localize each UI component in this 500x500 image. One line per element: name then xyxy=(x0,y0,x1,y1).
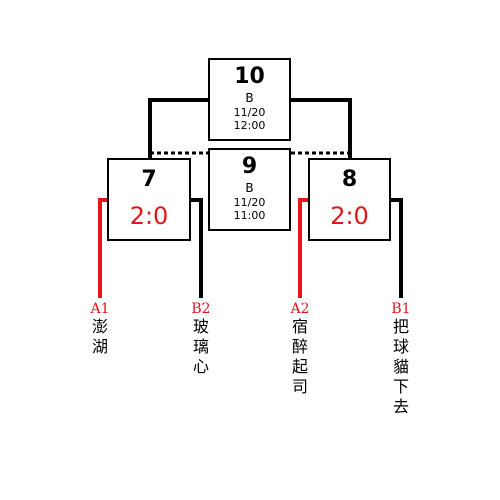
match-7-number: 7 xyxy=(141,167,157,192)
match-8-number: 8 xyxy=(341,167,358,192)
match-9-group: B xyxy=(245,181,254,195)
team-seed: B1 xyxy=(391,301,411,317)
match-10-time: 12:00 xyxy=(233,119,266,132)
match-10-date: 11/20 xyxy=(233,106,266,119)
team-a2: A2 宿醉起司 xyxy=(285,301,315,397)
team-name: 玻璃心 xyxy=(192,317,209,376)
team-seed: A2 xyxy=(290,301,310,317)
team-name: 把球貓下去 xyxy=(392,317,409,416)
team-seed: B2 xyxy=(191,301,211,317)
match-7-score: 2:0 xyxy=(129,202,169,230)
match-9-number: 9 xyxy=(241,154,258,179)
match-8-score: 2:0 xyxy=(330,202,369,230)
team-name: 宿醉起司 xyxy=(291,317,308,396)
line-match-7-to-match-10 xyxy=(148,98,208,158)
line-b1-to-match-8 xyxy=(391,198,403,298)
line-a2-to-match-8 xyxy=(298,198,309,298)
team-name: 澎湖 xyxy=(91,317,108,356)
team-a1: A1 澎湖 xyxy=(85,301,115,357)
match-10-number: 10 xyxy=(234,64,265,89)
match-7-box: 7 2:0 xyxy=(107,158,191,241)
match-9-date: 11/20 xyxy=(233,196,266,209)
line-b2-to-match-7 xyxy=(191,198,203,298)
match-10-group: B xyxy=(245,91,254,105)
match-8-box: 8 2:0 xyxy=(308,158,391,241)
match-9-time: 11:00 xyxy=(233,209,266,222)
match-10-box: 10 B 11/20 12:00 xyxy=(208,58,291,141)
line-match-8-to-match-10 xyxy=(291,98,352,158)
team-b1: B1 把球貓下去 xyxy=(386,301,416,417)
match-9-box: 9 B 11/20 11:00 xyxy=(208,148,291,231)
team-b2: B2 玻璃心 xyxy=(186,301,216,377)
team-seed: A1 xyxy=(90,301,110,317)
line-a1-to-match-7 xyxy=(98,198,108,298)
